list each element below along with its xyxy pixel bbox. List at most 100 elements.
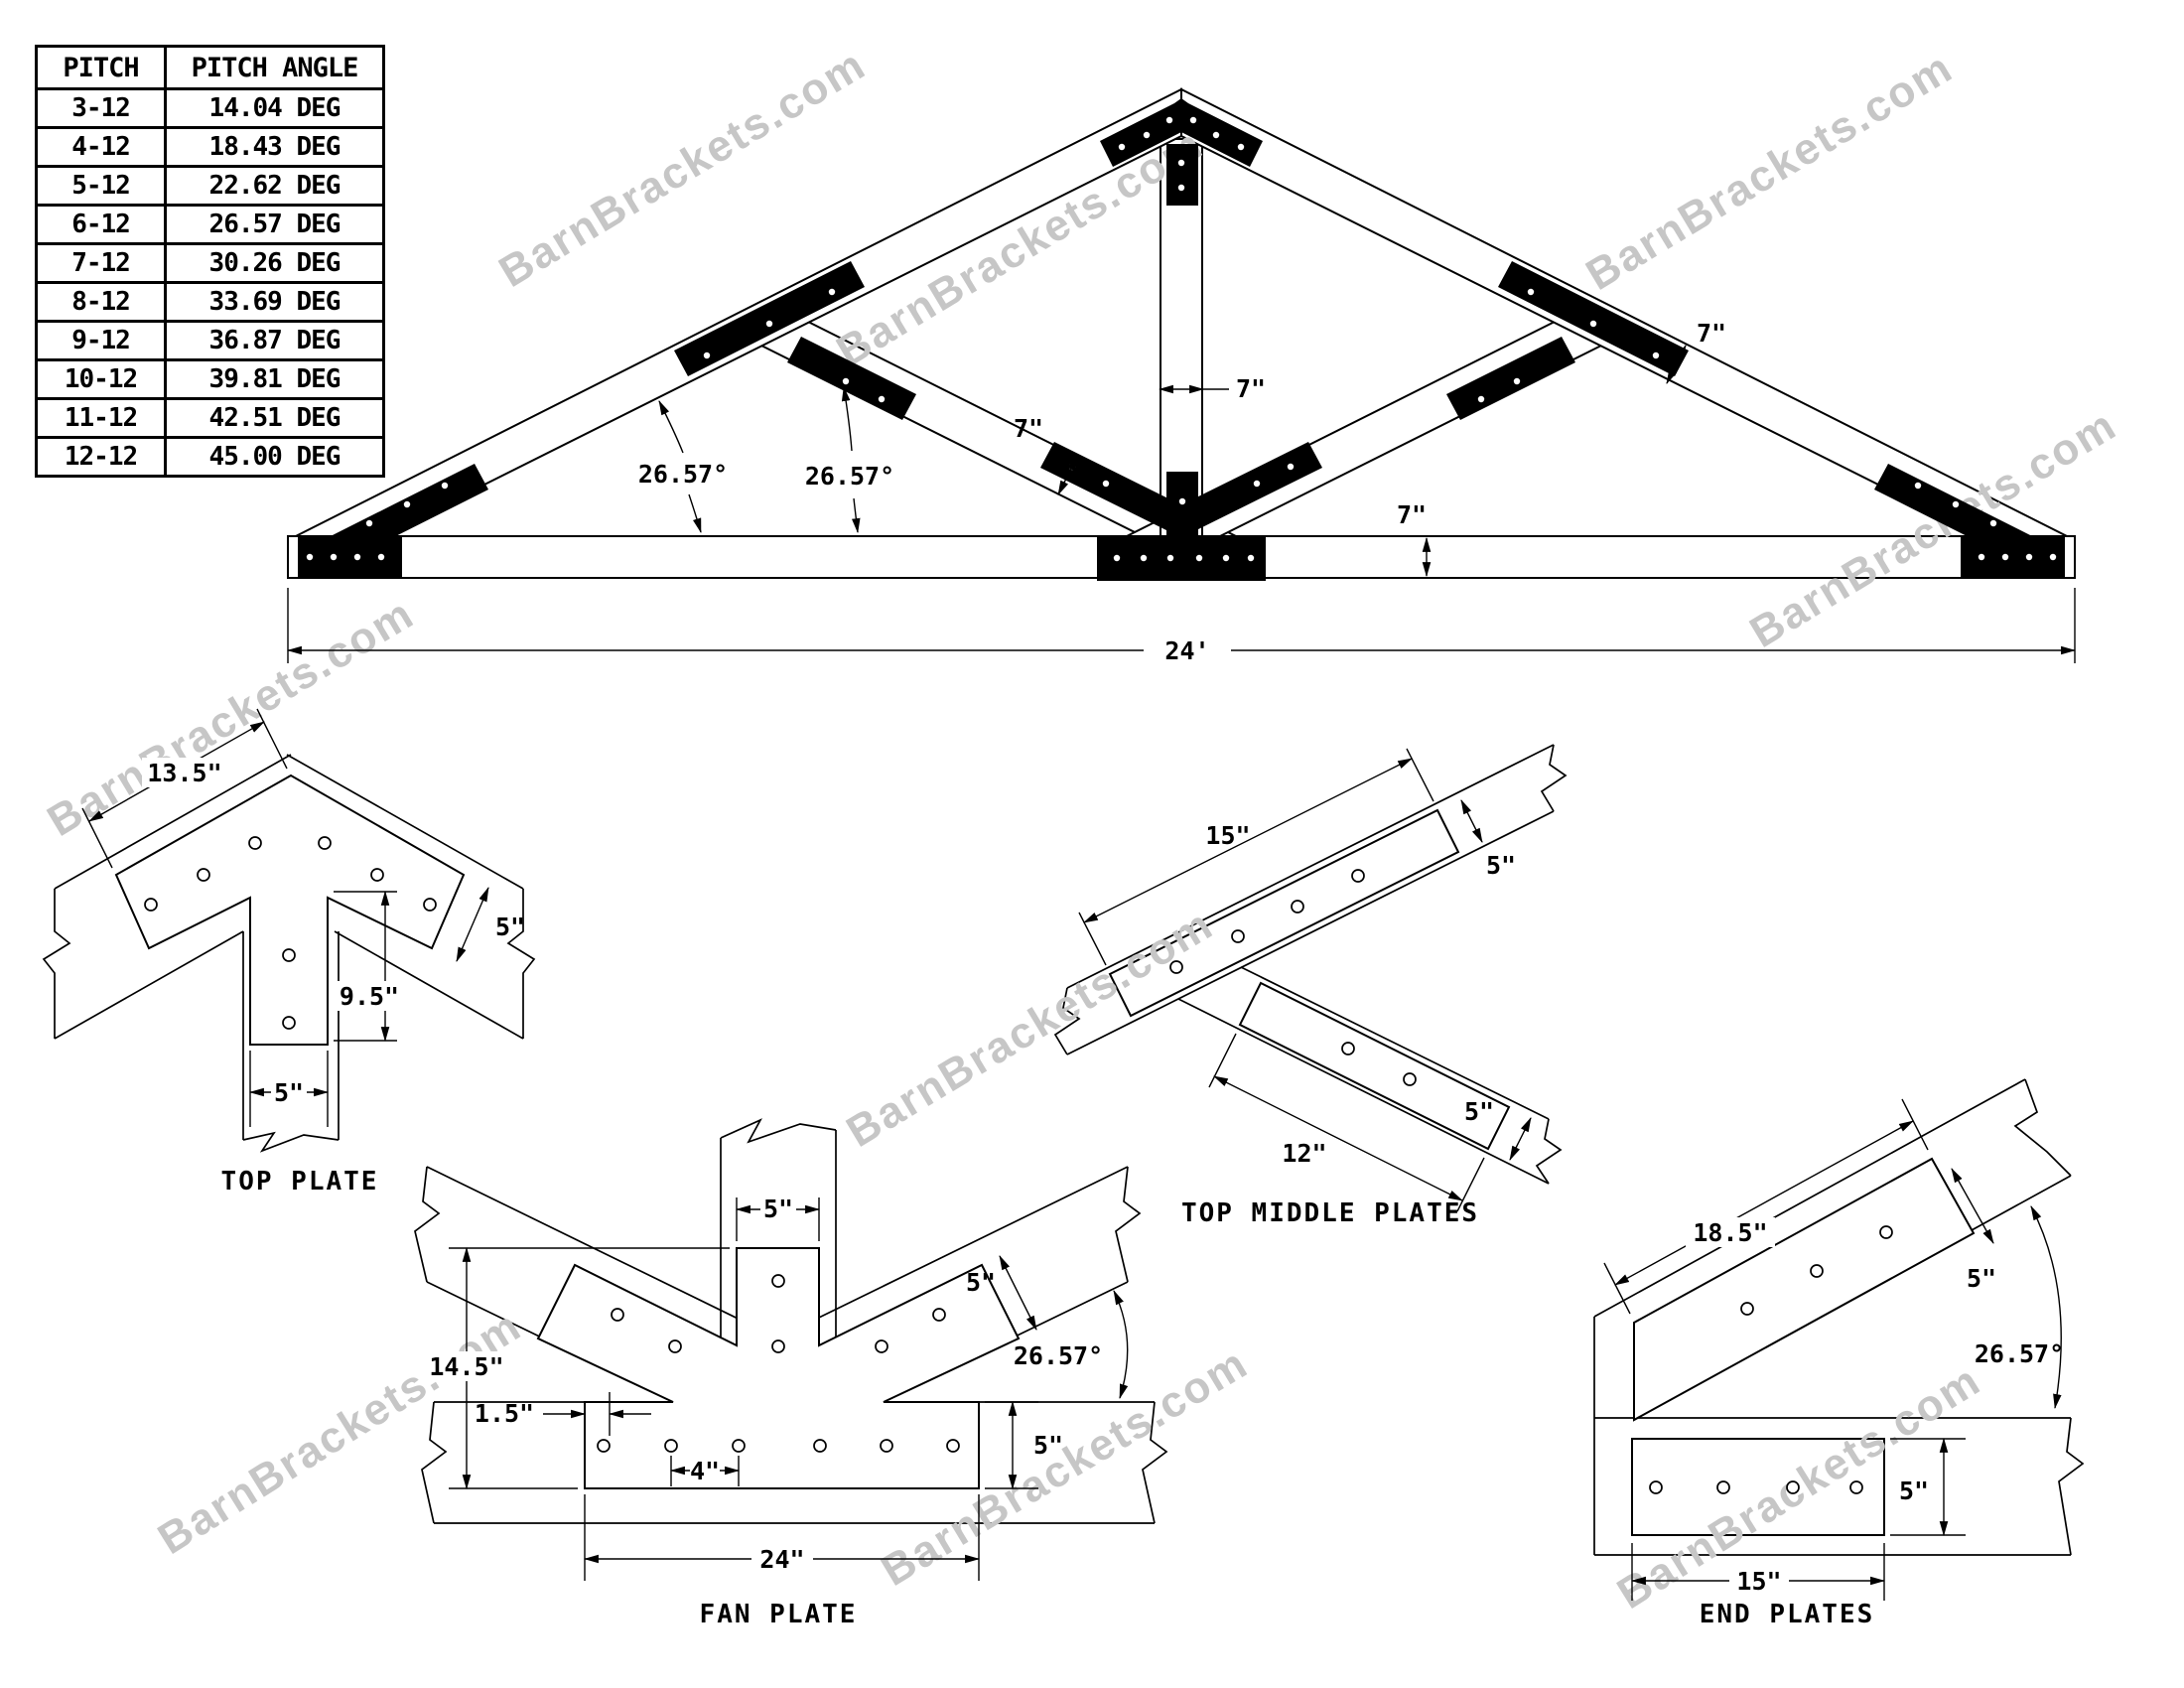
svg-text:5": 5" — [1967, 1264, 1996, 1293]
svg-text:5": 5" — [1033, 1431, 1063, 1460]
top-middle-chord-plate — [1108, 808, 1460, 1018]
svg-text:14.5": 14.5" — [429, 1352, 503, 1381]
right-middle-bracket — [1446, 261, 1689, 420]
pitch-cell: 7-12 — [35, 242, 167, 284]
angle-cell: 18.43 DEG — [164, 126, 385, 168]
svg-text:13.5": 13.5" — [147, 759, 221, 787]
detail-top-plate: 13.5" 5" 9.5" 5" TOP PLATE — [81, 708, 525, 1196]
pitch-cell: 10-12 — [35, 358, 167, 400]
svg-text:26.57°: 26.57° — [1975, 1339, 2064, 1368]
dim-span: 24' — [286, 588, 2077, 665]
svg-text:24': 24' — [1164, 636, 1209, 665]
svg-text:5": 5" — [966, 1268, 996, 1297]
svg-text:26.57°: 26.57° — [805, 462, 894, 491]
left-middle-bracket — [674, 261, 916, 420]
svg-text:4": 4" — [690, 1457, 720, 1485]
svg-text:12": 12" — [1282, 1139, 1326, 1168]
angle-cell: 36.87 DEG — [164, 320, 385, 361]
dim-fan-angle: 26.57° — [1014, 1290, 1129, 1400]
angle-cell: 33.69 DEG — [164, 281, 385, 323]
dim-fan-height: 14.5" — [421, 1246, 730, 1490]
angle-cell: 22.62 DEG — [164, 165, 385, 207]
dim-king-post-width: 7" — [1158, 374, 1266, 403]
dim-fan-arm-width: 5" — [966, 1255, 1037, 1331]
detail-fan-beams — [414, 1118, 1168, 1524]
pitch-cell: 4-12 — [35, 126, 167, 168]
left-heel-bracket — [298, 464, 488, 577]
dim-fan-post-width: 5" — [735, 1195, 821, 1241]
dim-top-plate-arm-width: 5" — [456, 887, 525, 962]
watermark: BarnBrackets.com — [40, 589, 423, 846]
top-plate-outline — [114, 774, 466, 1046]
dim-end-plate-height: 5" — [1890, 1437, 1966, 1537]
svg-text:5": 5" — [763, 1195, 793, 1223]
right-heel-bracket — [1874, 464, 2065, 577]
dim-end-angle: 26.57° — [1975, 1205, 2064, 1410]
svg-text:5": 5" — [495, 913, 525, 941]
dim-end-plate-length: 15" — [1630, 1543, 1886, 1601]
dim-fan-hole-spacing: 4" — [669, 1456, 741, 1486]
peak-bracket — [1100, 98, 1263, 206]
pitch-cell: 8-12 — [35, 281, 167, 323]
angle-cell: 14.04 DEG — [164, 87, 385, 129]
svg-text:5": 5" — [1899, 1477, 1929, 1505]
angle-cell: 39.81 DEG — [164, 358, 385, 400]
svg-text:1.5": 1.5" — [475, 1399, 534, 1428]
svg-text:18.5": 18.5" — [1693, 1218, 1767, 1247]
dim-end-diagonal-length: 18.5" — [1603, 1098, 1929, 1315]
dim-web-plate-length: 12" — [1208, 1033, 1485, 1212]
fan-plate-outline — [536, 1247, 1021, 1489]
watermark: BarnBrackets.com — [1578, 43, 1962, 300]
top-middle-plates-title: TOP MIDDLE PLATES — [1181, 1198, 1479, 1228]
dim-top-plate-arm-length: 13.5" — [81, 708, 288, 869]
dim-fan-edge-offset: 1.5" — [475, 1392, 651, 1436]
truss-dimensions: 7" 7" 7" 7" 24' — [286, 319, 2077, 665]
end-plates-title: END PLATES — [1700, 1600, 1875, 1629]
dim-fan-strap-length: 24" — [583, 1494, 981, 1581]
angle-cell: 26.57 DEG — [164, 204, 385, 245]
svg-text:7": 7" — [1397, 500, 1427, 529]
dim-end-diagonal-width: 5" — [1951, 1168, 1996, 1293]
angle-cell: 42.51 DEG — [164, 397, 385, 439]
svg-text:7": 7" — [1014, 414, 1043, 443]
end-horizontal-plate — [1631, 1438, 1885, 1536]
svg-text:15": 15" — [1736, 1567, 1781, 1596]
svg-text:7": 7" — [1697, 319, 1726, 348]
dim-web-plate-width: 5" — [1464, 1097, 1532, 1161]
svg-text:26.57°: 26.57° — [638, 460, 728, 489]
detail-top-middle-plates: 15" 5" 12" 5" TOP MIDDLE PLATES — [1078, 748, 1532, 1228]
dim-top-plate-leg-width: 5" — [248, 1051, 330, 1127]
dim-fan-strap-height: 5" — [985, 1400, 1063, 1490]
svg-text:5": 5" — [274, 1078, 304, 1107]
pitch-cell: 3-12 — [35, 87, 167, 129]
truss-brackets — [298, 98, 2065, 581]
dim-web-width: 7" — [1014, 414, 1078, 495]
svg-text:26.57°: 26.57° — [1014, 1341, 1103, 1370]
top-plate-title: TOP PLATE — [221, 1167, 379, 1196]
dim-top-plate-leg-height: 9.5" — [334, 890, 403, 1043]
dim-angle-right: 26.57° — [805, 385, 894, 534]
watermark: BarnBrackets.com — [150, 1301, 530, 1564]
detail-end-plates: 18.5" 5" 26.57° 5" 15" — [1603, 1098, 2064, 1629]
dim-chord-plate-length: 15" — [1078, 748, 1434, 966]
svg-text:24": 24" — [759, 1545, 804, 1574]
svg-text:7": 7" — [1236, 374, 1266, 403]
svg-text:5": 5" — [1464, 1097, 1494, 1126]
pitch-angle-column-header: PITCH ANGLE — [164, 45, 385, 90]
pitch-column-header: PITCH — [35, 45, 167, 90]
angle-cell: 30.26 DEG — [164, 242, 385, 284]
dim-angle-left: 26.57° — [638, 400, 728, 534]
pitch-cell: 6-12 — [35, 204, 167, 245]
table-header-row: PITCH PITCH ANGLE — [35, 45, 385, 90]
svg-text:9.5": 9.5" — [340, 982, 399, 1011]
svg-text:5": 5" — [1486, 851, 1516, 880]
pitch-cell: 5-12 — [35, 165, 167, 207]
